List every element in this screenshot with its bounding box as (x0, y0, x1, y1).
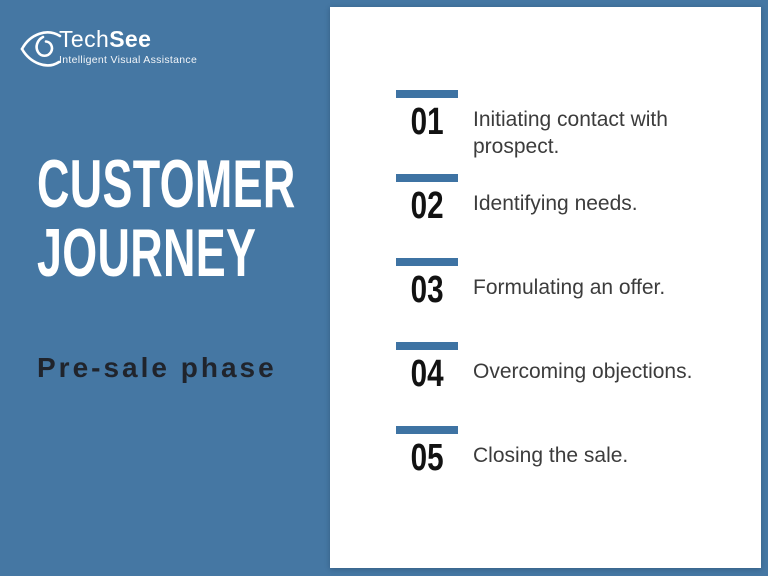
step-item-4: 04 Overcoming objections. (396, 342, 718, 426)
steps-list: 01 Initiating contact with prospect. 02 … (396, 90, 718, 510)
logo-text: TechSee Intelligent Visual Assistance (59, 26, 198, 67)
title-line-1: CUSTOMER (37, 146, 296, 222)
step-text: Formulating an offer. (473, 276, 666, 299)
step-number-text: 05 (410, 437, 444, 479)
step-number: 02 (396, 185, 458, 227)
step-text: Overcoming objections. (473, 360, 693, 383)
step-row: 05 Closing the sale. (396, 437, 718, 479)
step-accent-bar (396, 258, 458, 266)
step-item-5: 05 Closing the sale. (396, 426, 718, 510)
step-row: 04 Overcoming objections. (396, 353, 718, 395)
step-accent-bar (396, 342, 458, 350)
slide-title: CUSTOMER JOURNEY (37, 150, 296, 288)
step-number: 01 (396, 101, 458, 143)
step-text: Closing the sale. (473, 444, 629, 467)
step-number-text: 02 (410, 185, 444, 227)
step-row: 02 Identifying needs. (396, 185, 718, 227)
step-number: 04 (396, 353, 458, 395)
slide-subtitle: Pre-sale phase (37, 352, 277, 383)
step-item-3: 03 Formulating an offer. (396, 258, 718, 342)
step-text: Identifying needs. (473, 192, 638, 215)
step-number-text: 01 (410, 101, 444, 143)
content-panel: 01 Initiating contact with prospect. 02 … (330, 7, 761, 568)
step-row: 03 Formulating an offer. (396, 269, 718, 311)
step-number: 03 (396, 269, 458, 311)
step-accent-bar (396, 426, 458, 434)
techsee-logo: TechSee Intelligent Visual Assistance (20, 26, 197, 70)
logo-tagline: Intelligent Visual Assistance (59, 54, 198, 66)
logo-wordmark: TechSee (59, 26, 197, 52)
step-row: 01 Initiating contact with prospect. (396, 101, 718, 160)
step-item-1: 01 Initiating contact with prospect. (396, 90, 718, 174)
logo-name-light: Tech (59, 26, 110, 52)
step-accent-bar (396, 174, 458, 182)
step-accent-bar (396, 90, 458, 98)
techsee-eye-icon (20, 31, 62, 67)
title-line-2: JOURNEY (37, 215, 257, 291)
step-number-text: 03 (410, 269, 444, 311)
step-text: Initiating contact with prospect. (473, 108, 668, 158)
step-number: 05 (396, 437, 458, 479)
logo-name-bold: See (109, 26, 152, 52)
step-item-2: 02 Identifying needs. (396, 174, 718, 258)
step-number-text: 04 (410, 353, 444, 395)
